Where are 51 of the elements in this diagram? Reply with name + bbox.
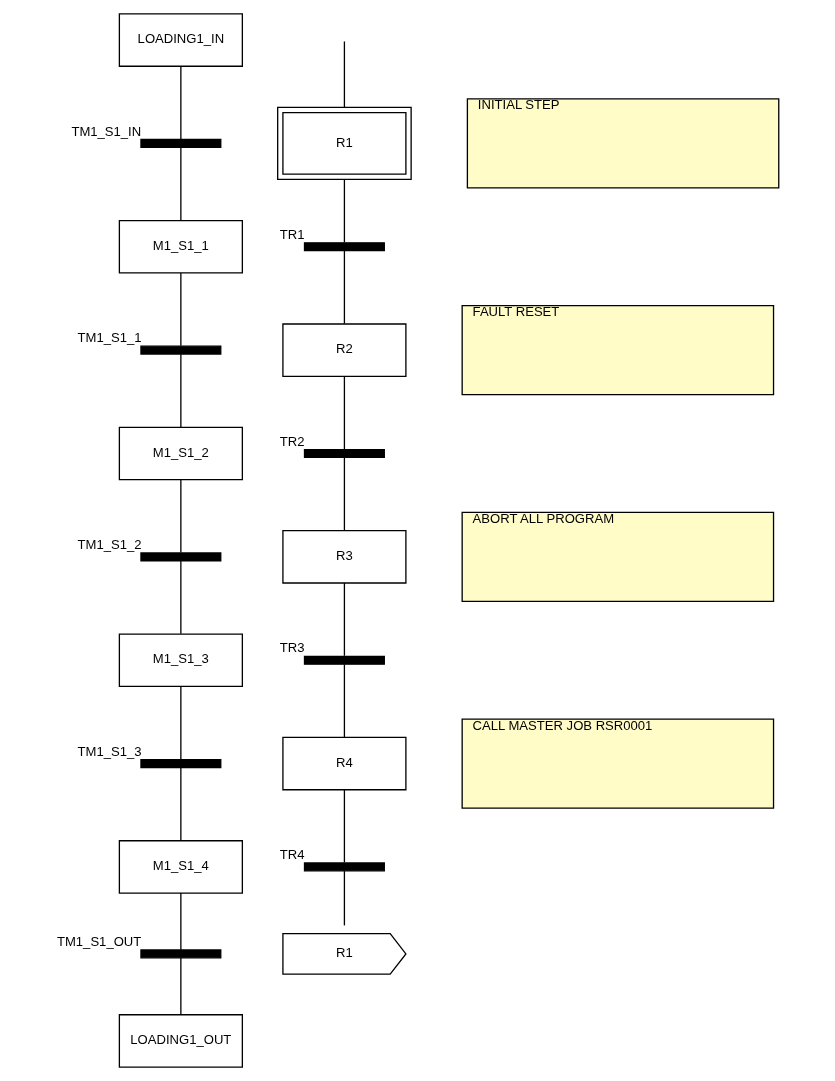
node-label: TM1_S1_3 [77,743,142,759]
connector [343,789,345,864]
node-box: R4 [281,736,407,791]
node-box: INITIAL STEP [466,98,779,189]
node-label: TR1 [279,226,304,242]
connector [179,957,182,1016]
node-box: LOADING1_IN [118,13,243,67]
connector [343,663,345,738]
node-box: M1_S1_3 [118,633,243,688]
node-bar [303,655,385,665]
connector [179,65,182,140]
connector [179,560,182,635]
node-label: TM1_S1_1 [77,330,142,346]
connector [343,40,345,108]
connector [343,179,345,244]
node-box: R2 [281,323,407,377]
node-box: R1 [276,106,412,181]
node-label: TM1_S1_OUT [56,934,141,950]
node-bar [303,242,385,252]
connector [343,250,345,325]
node-label: TR2 [279,433,304,449]
node-label: TR4 [279,847,304,863]
connector [179,767,182,842]
node-box: FAULT RESET [461,305,774,396]
node-bar [139,138,221,148]
connector [179,272,182,347]
node-box: M1_S1_1 [118,219,243,274]
node-label: TM1_S1_IN [70,123,141,139]
node-label: TM1_S1_2 [77,537,142,552]
node-box: LOADING1_OUT [118,1014,243,1068]
connector [179,892,182,951]
node-box: ABORT ALL PROGRAM [461,511,774,602]
connector [343,375,345,450]
connector [179,479,182,554]
node-box: M1_S1_4 [118,840,243,894]
connector [343,582,345,657]
connector [179,147,182,221]
node-box: M1_S1_2 [118,426,243,481]
node-bar [303,448,385,459]
connector [179,685,182,760]
connector [343,870,345,927]
node-label: TR3 [279,640,304,656]
node-bar [139,949,221,959]
connector [343,457,345,531]
node-box: R3 [281,530,407,584]
node-bar [139,552,221,562]
node-bar [139,345,221,355]
node-bar [303,862,385,872]
connector [179,353,182,428]
node-bar [139,759,221,769]
node-box: CALL MASTER JOB RSR0001 [461,718,774,809]
